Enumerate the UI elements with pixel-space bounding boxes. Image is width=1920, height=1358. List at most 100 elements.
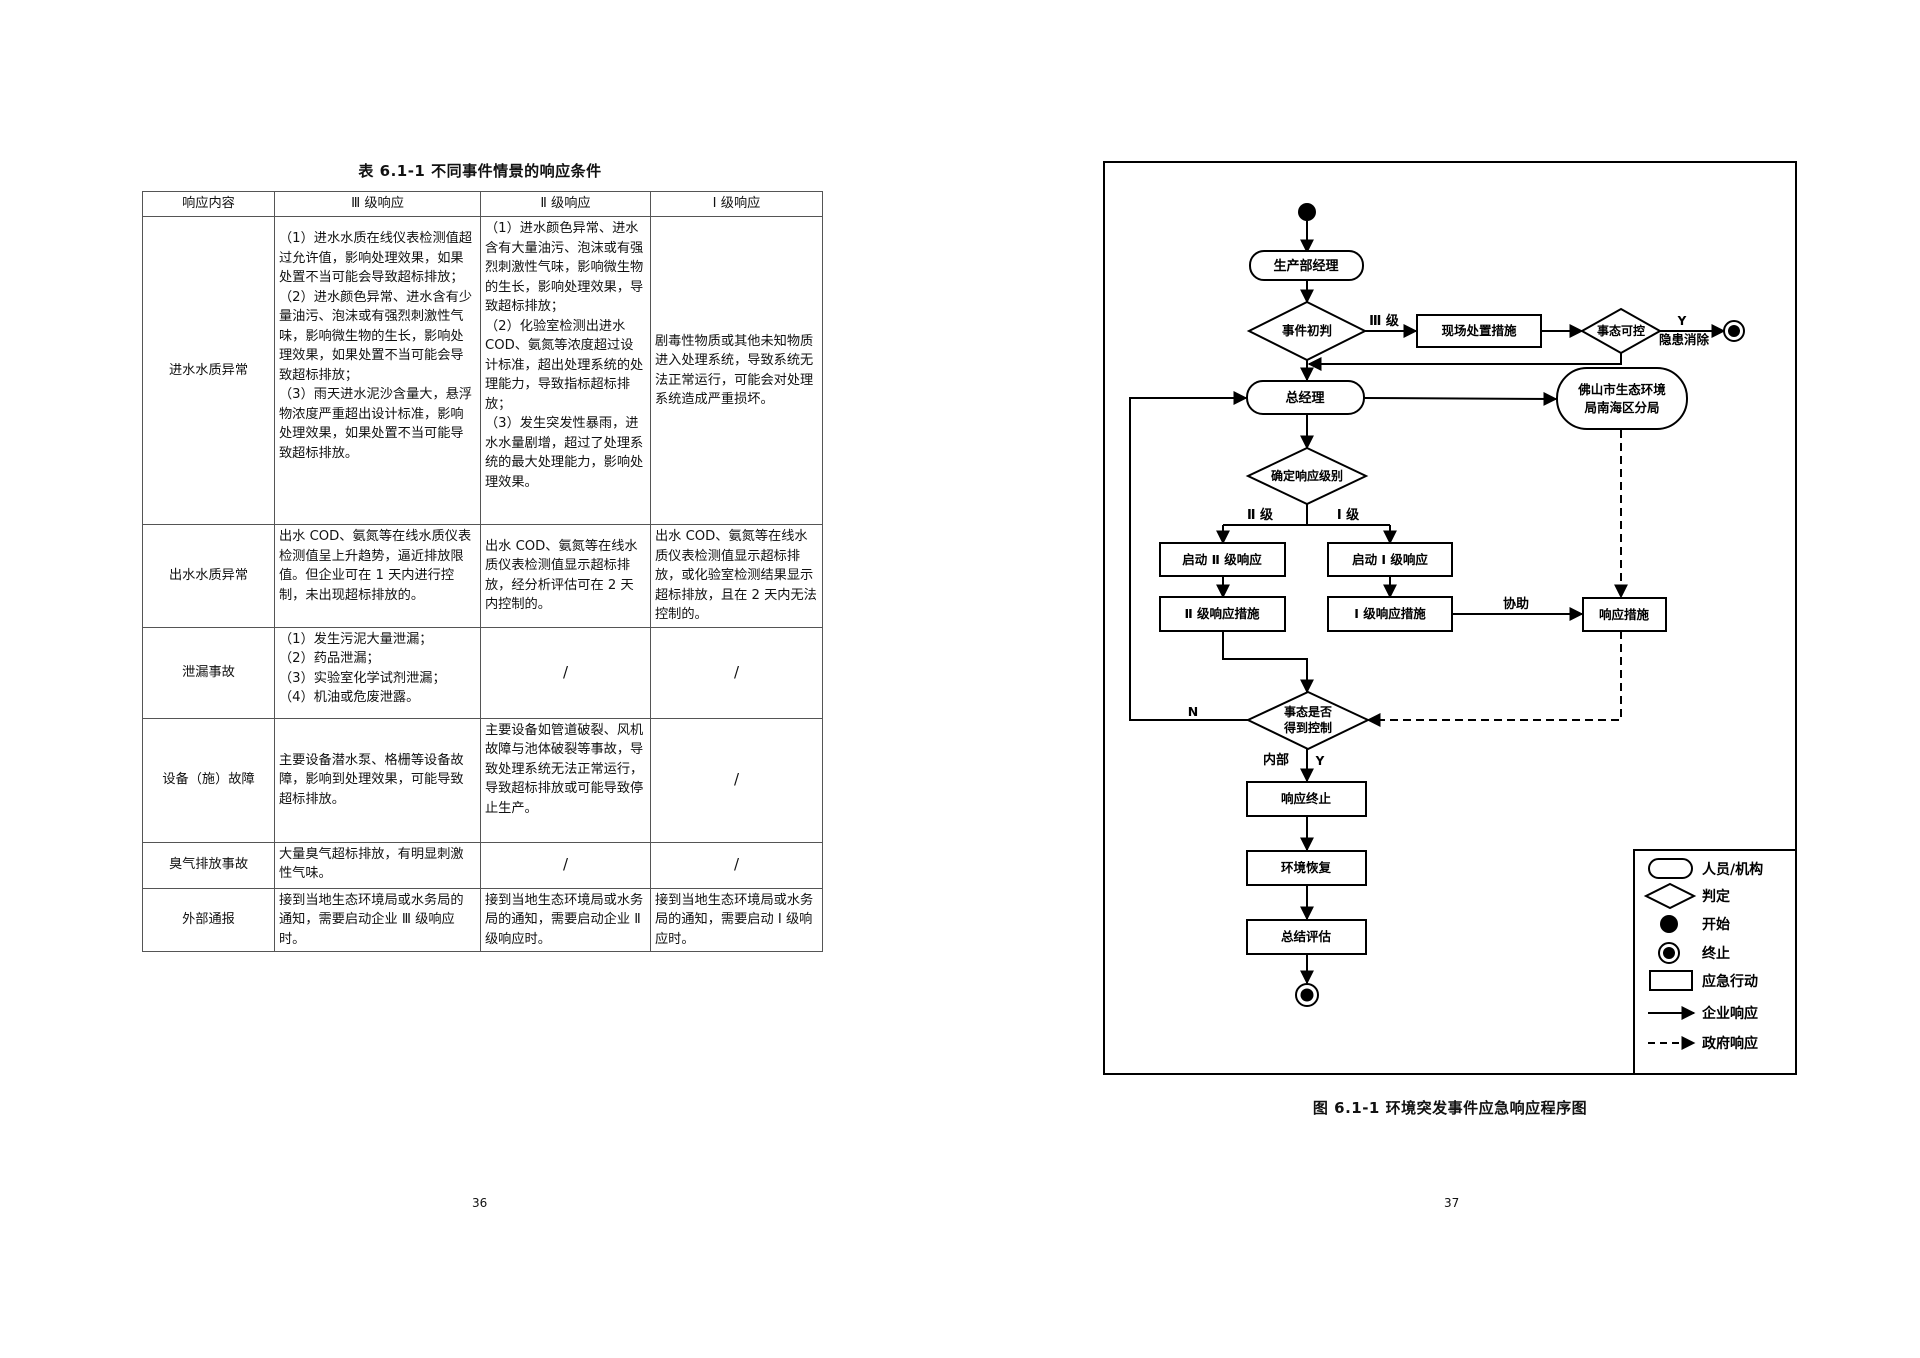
cell-level2: 出水 COD、氨氮等在线水质仪表检测值显示超标排放，经分析评估可在 2 天内控制… xyxy=(480,524,651,628)
legend-ring-circle-inner-icon xyxy=(1663,947,1675,959)
node-general-manager xyxy=(1246,380,1365,415)
cell-level3: 大量臭气超标排放，有明显刺激性气味。 xyxy=(274,841,481,889)
cell-paragraph: （2）药品泄漏； xyxy=(279,651,380,666)
cell-paragraph: （1）进水水质在线仪表检测值超过允许值，影响处理效果，如果处置不当可能会导致超标… xyxy=(279,231,473,285)
node-label: 确定响应级别 xyxy=(1271,468,1343,483)
node-label: Ⅱ 级响应措施 xyxy=(1184,606,1260,621)
cell-paragraph: 大量臭气超标排放，有明显刺激性气味。 xyxy=(279,846,464,882)
left-page: 表 6.1-1 不同事件情景的响应条件 响应内容 Ⅲ 级响应 Ⅱ 级响应 Ⅰ 级… xyxy=(142,162,823,1210)
legend-label: 政府响应 xyxy=(1702,1035,1758,1052)
cell-paragraph: （1）发生污泥大量泄漏； xyxy=(279,631,433,647)
node-label: 现场处置措施 xyxy=(1441,323,1517,338)
cell-paragraph: （1）进水颜色异常、进水含有大量油污、泡沫或有强烈刺激性气味，影响微生物的生长，… xyxy=(485,221,644,314)
cell-paragraph: （2）化验室检测出进水COD、氨氮等浓度超过设计标准，超出处理系统的处理能力，导… xyxy=(485,318,644,412)
legend-rounded-rect-icon xyxy=(1648,858,1693,879)
edge-dashed xyxy=(1366,631,1622,727)
row-name: 臭气排放事故 xyxy=(142,841,275,889)
legend-label: 应急行动 xyxy=(1702,973,1758,990)
edge-label: Y xyxy=(1315,754,1325,768)
page-number-left: 36 xyxy=(472,1196,488,1210)
action-summary-evaluation xyxy=(1246,919,1367,955)
end-node-inner-icon xyxy=(1300,988,1314,1002)
action-start-level2 xyxy=(1159,542,1286,577)
legend-label: 判定 xyxy=(1702,888,1730,905)
row-name: 泄漏事故 xyxy=(142,626,275,719)
flowchart-frame xyxy=(1103,161,1797,1075)
node-label: 事件初判 xyxy=(1282,323,1332,338)
node-label: 得到控制 xyxy=(1283,720,1332,735)
table-row: 进水水质异常 （1）进水水质在线仪表检测值超过允许值，影响处理效果，如果处置不当… xyxy=(142,216,823,525)
legend-label: 终止 xyxy=(1702,945,1730,962)
cell-level1: / xyxy=(650,841,823,889)
cell-paragraph: （3）雨天进水泥沙含量大，悬浮物浓度严重超出设计标准，影响处理效果，如果处置不当… xyxy=(279,387,473,461)
edge-label: Ⅱ 级 xyxy=(1247,507,1274,523)
cell-paragraph: 主要设备潜水泵、格栅等设备故障，影响到处理效果，可能导致超标排放。 xyxy=(279,752,464,807)
node-label: 启动 Ⅰ 级响应 xyxy=(1352,552,1428,567)
response-conditions-table: 响应内容 Ⅲ 级响应 Ⅱ 级响应 Ⅰ 级响应 进水水质异常 （1）进水水质在线仪… xyxy=(142,191,823,952)
node-label: 响应措施 xyxy=(1599,607,1650,622)
header-level1: Ⅰ 级响应 xyxy=(650,191,823,217)
row-name: 出水水质异常 xyxy=(142,524,275,628)
action-onsite-measures xyxy=(1416,314,1542,348)
cell-paragraph: （4）机油或危废泄露。 xyxy=(279,690,420,705)
row-name: 外部通报 xyxy=(142,887,275,952)
table-row: 出水水质异常 出水 COD、氨氮等在线水质仪表检测值呈上升趋势，逼近排放限值。但… xyxy=(142,524,823,628)
edge xyxy=(1307,353,1622,371)
cell-paragraph: 出水 COD、氨氮等在线水质仪表检测值呈上升趋势，逼近排放限值。但企业可在 1 … xyxy=(279,529,472,603)
cell-level2: （1）进水颜色异常、进水含有大量油污、泡沫或有强烈刺激性气味，影响微生物的生长，… xyxy=(480,216,651,525)
action-gov-measures xyxy=(1582,597,1667,632)
cell-paragraph: （2）进水颜色异常、进水含有少量油污、泡沫或有强烈刺激性气味，影响微生物的生长，… xyxy=(279,289,473,383)
node-label: 总结评估 xyxy=(1281,929,1332,944)
node-label: Ⅰ 级响应措施 xyxy=(1354,606,1426,621)
cell-paragraph: 接到当地生态环境局或水务局的通知，需要启动企业 Ⅱ 级响应时。 xyxy=(485,892,644,947)
header-response-content: 响应内容 xyxy=(142,191,275,217)
node-label: 环境恢复 xyxy=(1281,860,1332,875)
edge-label: 内部 xyxy=(1263,752,1289,768)
legend-rect-icon xyxy=(1649,970,1693,991)
node-label: 生产部经理 xyxy=(1273,258,1338,274)
table-row: 外部通报 接到当地生态环境局或水务局的通知，需要启动企业 Ⅲ 级响应时。 接到当… xyxy=(142,887,823,952)
table-header-row: 响应内容 Ⅲ 级响应 Ⅱ 级响应 Ⅰ 级响应 xyxy=(142,191,823,217)
edge xyxy=(1222,631,1314,694)
legend-diamond-icon xyxy=(1643,882,1697,910)
edge-label: 隐患消除 xyxy=(1659,332,1710,347)
edge xyxy=(1363,391,1558,406)
table-row: 臭气排放事故 大量臭气超标排放，有明显刺激性气味。 / / xyxy=(142,841,823,889)
header-level2: Ⅱ 级响应 xyxy=(480,191,651,217)
cell-level3: 出水 COD、氨氮等在线水质仪表检测值呈上升趋势，逼近排放限值。但企业可在 1 … xyxy=(274,524,481,628)
edge-label: Ⅲ 级 xyxy=(1369,313,1400,329)
decision-determine-level xyxy=(1245,446,1369,506)
cell-paragraph: （3）发生突发性暴雨，进水水量剧增，超过了处理系统的最大处理能力，影响处理效果。 xyxy=(485,416,644,490)
action-response-end xyxy=(1246,781,1367,817)
row-name: 设备（施）故障 xyxy=(142,717,275,843)
decision-event-judgment xyxy=(1246,300,1368,362)
action-level2-measures xyxy=(1159,596,1286,632)
edge-label: 协助 xyxy=(1503,596,1529,612)
edge-label: N xyxy=(1188,704,1198,719)
legend-label: 企业响应 xyxy=(1701,1005,1758,1022)
end-node-inner-icon xyxy=(1728,325,1740,337)
cell-level3: （1）进水水质在线仪表检测值超过允许值，影响处理效果，如果处置不当可能会导致超标… xyxy=(274,216,481,525)
edge-label: Y xyxy=(1677,314,1687,328)
action-start-level1 xyxy=(1327,542,1453,577)
node-label: 总经理 xyxy=(1285,390,1324,406)
cell-level1: / xyxy=(650,626,823,719)
decision-controllable xyxy=(1579,307,1663,355)
legend-label: 人员/机构 xyxy=(1702,861,1763,878)
node-foshan-bureau xyxy=(1556,367,1688,430)
start-node-icon xyxy=(1298,203,1316,221)
page-number-right: 37 xyxy=(1444,1196,1460,1210)
node-label: 启动 Ⅱ 级响应 xyxy=(1182,552,1262,567)
cell-paragraph: 出水 COD、氨氮等在线水质仪表检测值显示超标排放，经分析评估可在 2 天内控制… xyxy=(485,538,638,613)
right-page: 37 xyxy=(960,0,1920,1358)
cell-level3: 主要设备潜水泵、格栅等设备故障，影响到处理效果，可能导致超标排放。 xyxy=(274,717,481,843)
edge-label: Ⅰ 级 xyxy=(1337,507,1360,523)
table-title: 表 6.1-1 不同事件情景的响应条件 xyxy=(358,162,602,180)
legend-label: 开始 xyxy=(1702,916,1730,933)
figure-caption: 图 6.1-1 环境突发事件应急响应程序图 xyxy=(1312,1099,1588,1117)
cell-paragraph: 主要设备如管道破裂、风机故障与池体破裂等事故，导致处理系统无法正常运行，导致超标… xyxy=(485,722,644,816)
action-env-recovery xyxy=(1246,850,1367,886)
header-level3: Ⅲ 级响应 xyxy=(274,191,481,217)
cell-paragraph: / xyxy=(562,662,569,681)
